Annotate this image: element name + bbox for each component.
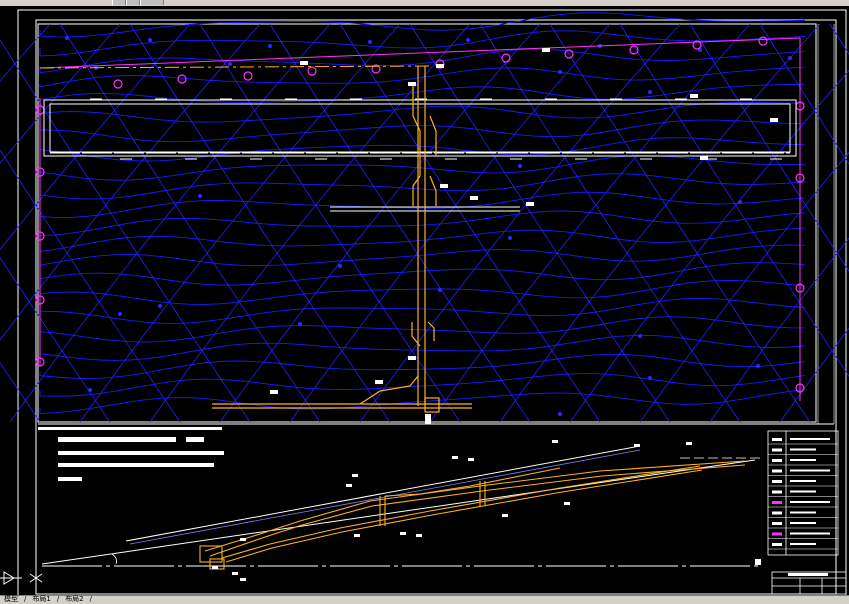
contour-lines: [39, 12, 806, 414]
tab-layout2[interactable]: 布局2: [65, 595, 84, 603]
boundary-markers: [35, 36, 805, 393]
toolbar-button[interactable]: [126, 0, 140, 5]
inner-frame: [35, 19, 837, 595]
section-view: [38, 427, 761, 567]
sheet-border: [17, 9, 847, 595]
survey-points: [65, 36, 792, 416]
face-arrows: [90, 98, 782, 160]
model-space-canvas[interactable]: [0, 6, 849, 595]
toolbar-button[interactable]: [140, 0, 164, 5]
legend-rows: [768, 438, 838, 550]
toolbar-button[interactable]: [112, 0, 126, 5]
layout-tab-bar: 模型 / 布局1 / 布局2 /: [0, 595, 849, 604]
legend-table: [767, 430, 839, 556]
tab-separator: /: [56, 595, 60, 603]
plan-annotations: [270, 48, 778, 394]
tab-separator: /: [89, 595, 93, 603]
ucs-icon: [0, 568, 43, 588]
main-roadway: [212, 66, 472, 413]
section-callouts: [212, 440, 692, 581]
drawing-svg: [0, 9, 849, 595]
tab-layout1[interactable]: 布局1: [32, 595, 51, 603]
section-roadways: [199, 460, 746, 570]
tab-model[interactable]: 模型: [4, 595, 18, 603]
title-block: [771, 571, 847, 595]
grid-lines: [0, 23, 849, 423]
tab-separator: /: [24, 595, 27, 603]
fault-line: [39, 65, 431, 69]
